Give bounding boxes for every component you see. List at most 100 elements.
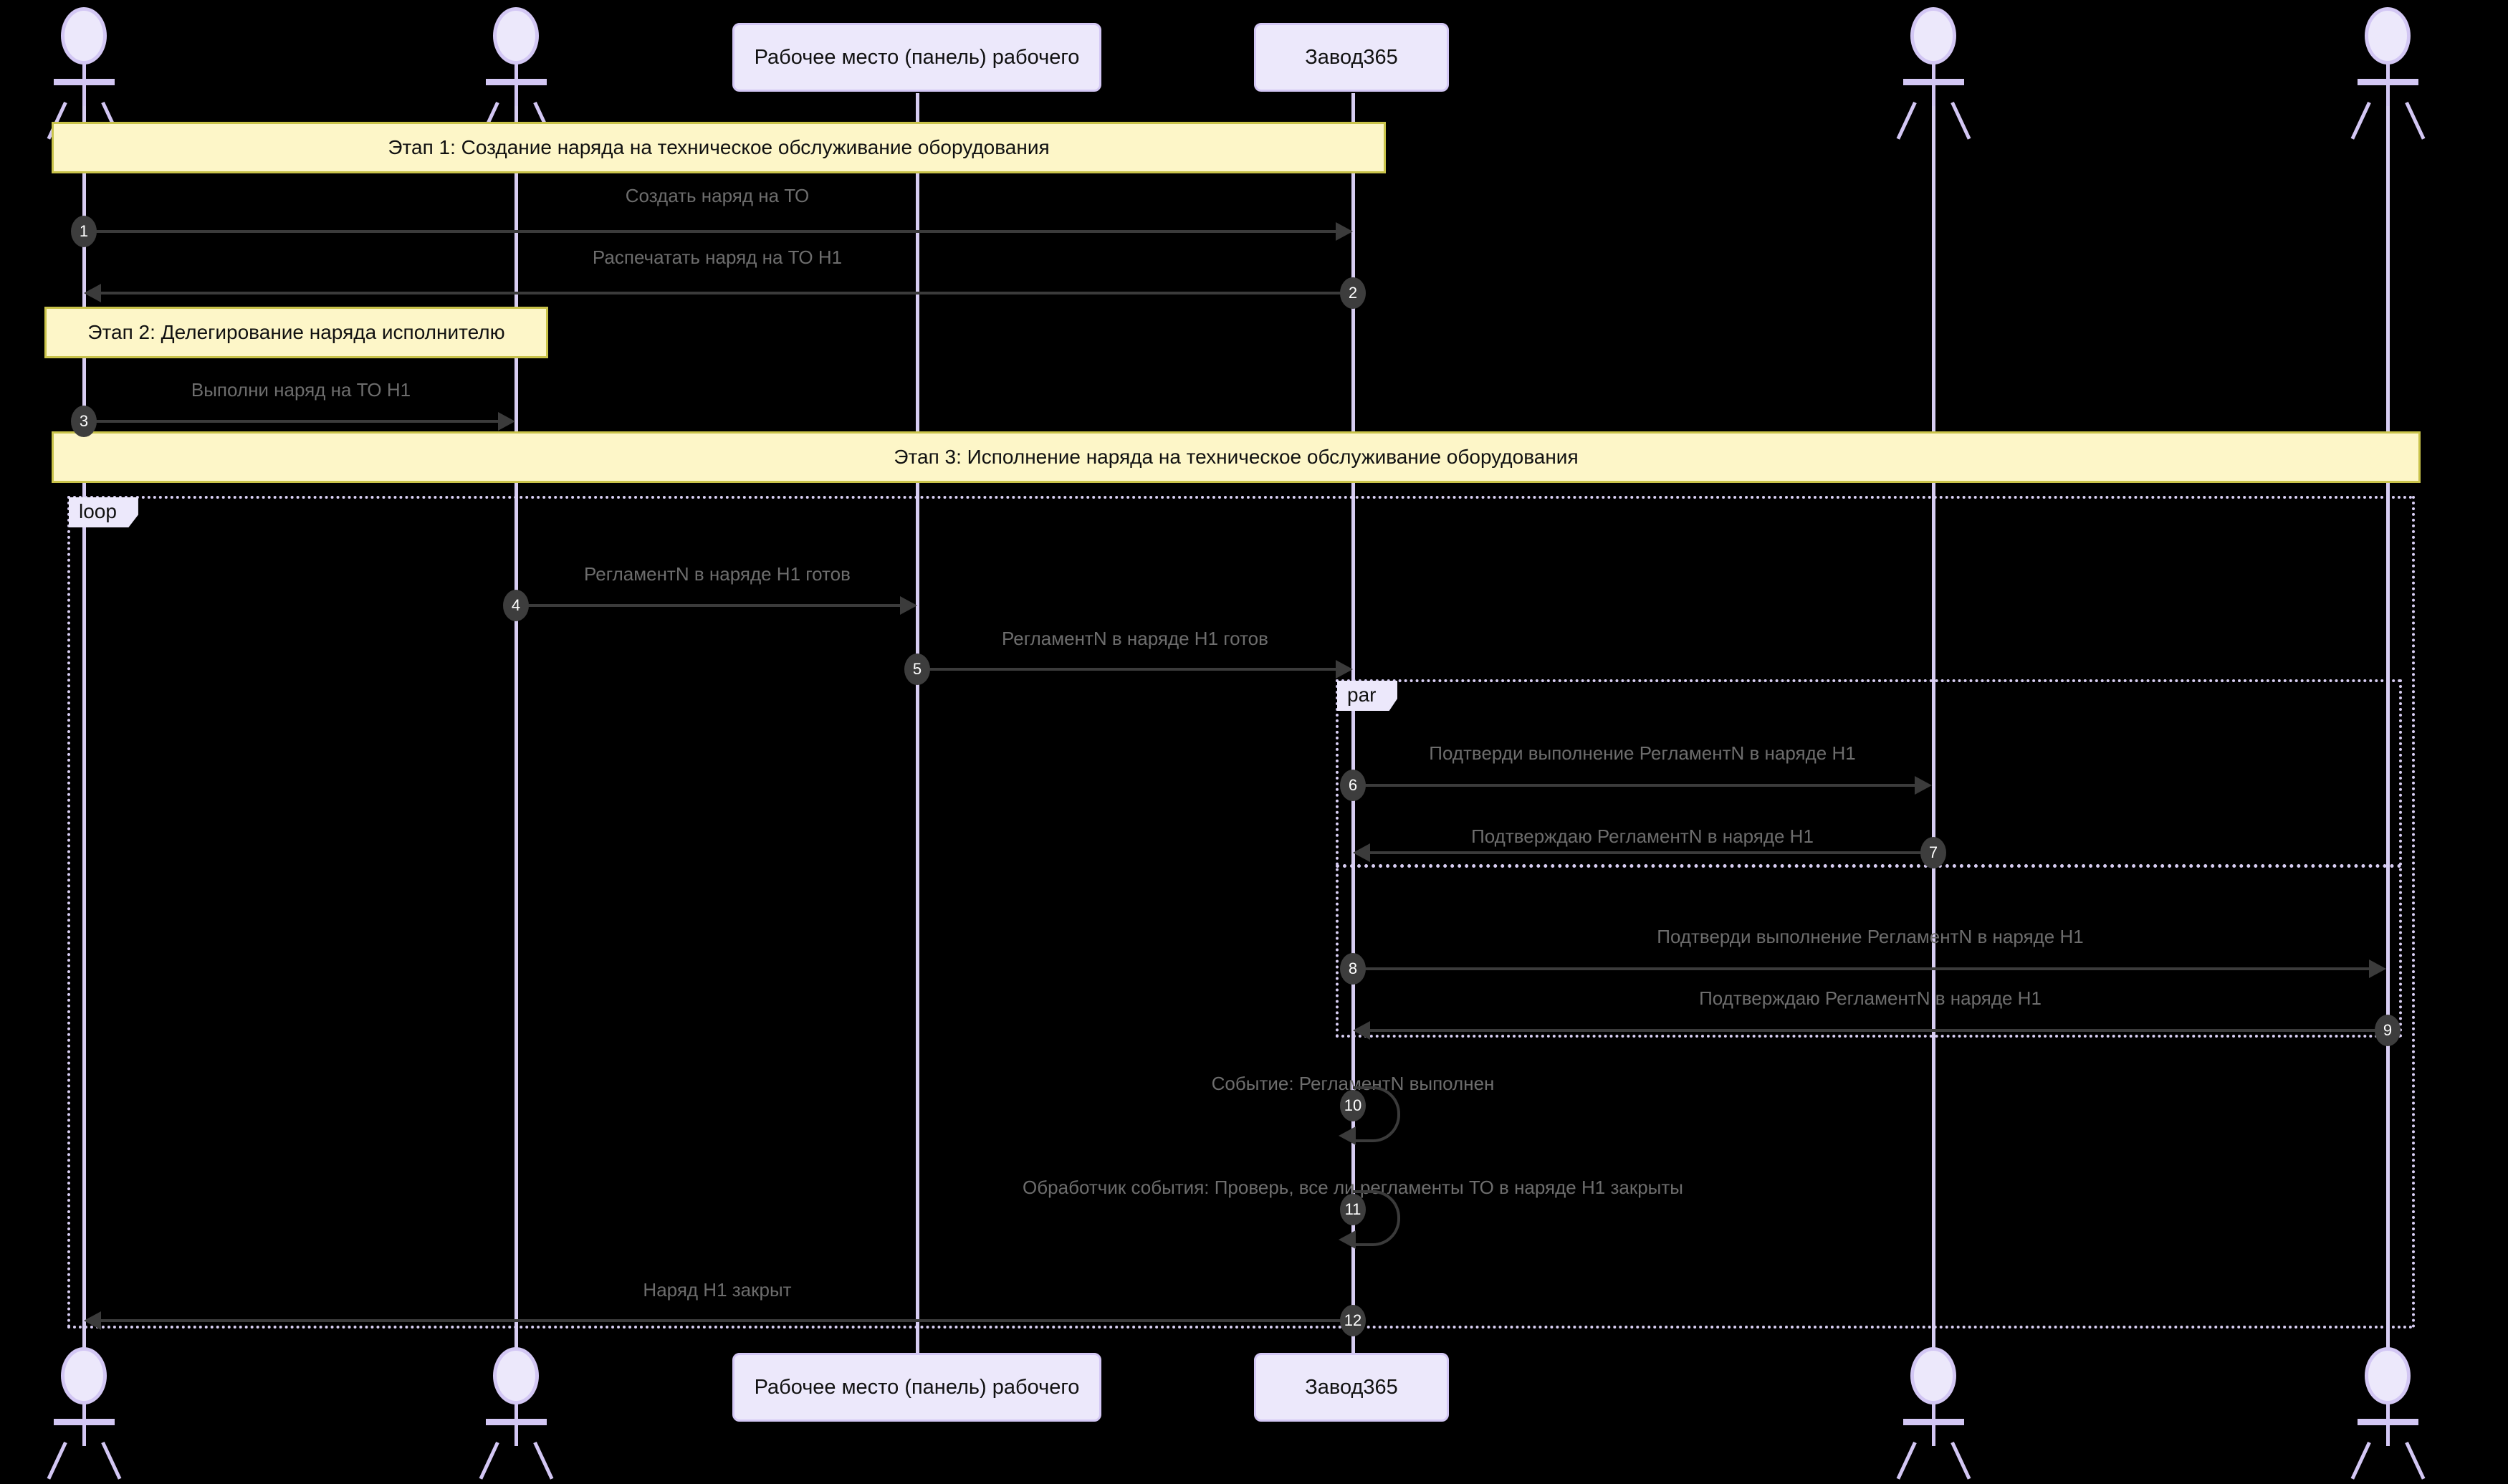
- actor-head-icon: [2365, 1347, 2411, 1404]
- actor-arms-icon: [486, 79, 547, 85]
- message-label-3: Выполни наряд на ТО Н1: [191, 379, 411, 401]
- actor-p2-top[interactable]: [473, 7, 559, 140]
- message-arrowhead-9: [1353, 1021, 1370, 1040]
- message-arrowhead-8: [2369, 959, 2386, 978]
- note-text: Этап 2: Делегирование наряда исполнителю: [87, 321, 505, 343]
- actor-p6-bottom[interactable]: [2345, 1347, 2431, 1480]
- message-line-6: [1353, 784, 1916, 787]
- actor-p6-top[interactable]: [2345, 7, 2431, 140]
- lifeline-p6: [2386, 93, 2390, 1354]
- message-arrowhead-7: [1353, 843, 1370, 862]
- message-line-1: [84, 230, 1336, 233]
- actor-leg-left-icon: [1896, 1441, 1917, 1480]
- sequence-number-2: 2: [1340, 277, 1366, 309]
- actor-leg-left-icon: [479, 1441, 499, 1480]
- actor-leg-left-icon: [1896, 101, 1917, 140]
- actor-arms-icon: [54, 1419, 115, 1425]
- message-arrowhead-2: [84, 284, 101, 302]
- actor-leg-right-icon: [2405, 1441, 2426, 1480]
- message-selfloop-10: [1353, 1086, 1400, 1142]
- sequence-number-3: 3: [71, 406, 97, 437]
- actor-arms-icon: [2358, 79, 2418, 85]
- participant-label: Завод365: [1305, 1375, 1398, 1399]
- sequence-number-1: 1: [71, 216, 97, 247]
- message-arrowhead-11: [1339, 1230, 1356, 1249]
- fragment-loop: [67, 496, 2415, 1329]
- message-label-9: Подтверждаю РегламентN в наряде Н1: [1699, 987, 2042, 1009]
- message-label-7: Подтверждаю РегламентN в наряде Н1: [1471, 825, 1814, 847]
- message-label-6: Подтверди выполнение РегламентN в наряде…: [1429, 742, 1856, 764]
- sequence-number-7: 7: [1920, 837, 1946, 868]
- actor-leg-right-icon: [2405, 101, 2426, 140]
- sequence-number-6: 6: [1340, 770, 1366, 801]
- message-selfloop-11: [1353, 1190, 1400, 1246]
- participant-box-p4-top[interactable]: Завод365: [1254, 23, 1449, 92]
- actor-leg-right-icon: [1951, 101, 1971, 140]
- participant-box-p3-top[interactable]: Рабочее место (панель) рабочего: [732, 23, 1101, 92]
- note-text: Этап 3: Исполнение наряда на техническое…: [894, 446, 1579, 468]
- lifeline-p4: [1351, 93, 1355, 1354]
- actor-head-icon: [493, 7, 539, 64]
- message-arrowhead-12: [84, 1311, 101, 1330]
- actor-head-icon: [1910, 1347, 1956, 1404]
- actor-head-icon: [61, 1347, 107, 1404]
- actor-p5-top[interactable]: [1890, 7, 1976, 140]
- sequence-number-12: 12: [1340, 1305, 1366, 1336]
- sequence-number-8: 8: [1340, 953, 1366, 985]
- message-arrowhead-10: [1339, 1126, 1356, 1145]
- actor-leg-left-icon: [2350, 1441, 2371, 1480]
- note-text: Этап 1: Создание наряда на техническое о…: [388, 136, 1050, 158]
- note-stage-1: Этап 1: Создание наряда на техническое о…: [52, 122, 1386, 173]
- actor-arms-icon: [1903, 79, 1964, 85]
- message-line-5: [917, 668, 1337, 671]
- sequence-number-4: 4: [503, 590, 529, 621]
- message-line-12: [100, 1319, 1353, 1322]
- actor-leg-right-icon: [101, 1441, 122, 1480]
- fragment-par-label: par: [1337, 681, 1398, 711]
- actor-p1-top[interactable]: [41, 7, 127, 140]
- participant-box-p4-bottom[interactable]: Завод365: [1254, 1353, 1449, 1422]
- sequence-number-11: 11: [1340, 1194, 1366, 1225]
- message-label-4: РегламентN в наряде Н1 готов: [584, 563, 851, 585]
- sequence-number-5: 5: [904, 654, 930, 685]
- actor-head-icon: [1910, 7, 1956, 64]
- actor-leg-left-icon: [47, 1441, 67, 1480]
- message-line-7: [1369, 851, 1933, 854]
- actor-arms-icon: [486, 1419, 547, 1425]
- note-stage-3: Этап 3: Исполнение наряда на техническое…: [52, 431, 2421, 483]
- actor-leg-left-icon: [2350, 101, 2371, 140]
- message-line-2: [100, 292, 1353, 295]
- message-line-3: [84, 420, 499, 423]
- message-arrowhead-5: [1336, 660, 1353, 679]
- participant-box-p3-bottom[interactable]: Рабочее место (панель) рабочего: [732, 1353, 1101, 1422]
- message-label-1: Создать наряд на ТО: [625, 185, 810, 206]
- participant-label: Завод365: [1305, 45, 1398, 69]
- message-label-12: Наряд Н1 закрыт: [643, 1279, 792, 1301]
- sequence-number-9: 9: [2375, 1015, 2401, 1046]
- message-label-5: РегламентN в наряде Н1 готов: [1002, 628, 1268, 649]
- lifeline-p1: [82, 93, 86, 1354]
- message-arrowhead-4: [900, 596, 917, 615]
- actor-head-icon: [61, 7, 107, 64]
- message-arrowhead-3: [498, 412, 515, 431]
- message-line-8: [1353, 967, 2370, 970]
- actor-p5-bottom[interactable]: [1890, 1347, 1976, 1480]
- actor-p2-bottom[interactable]: [473, 1347, 559, 1480]
- actor-p1-bottom[interactable]: [41, 1347, 127, 1480]
- lifeline-p3: [916, 93, 919, 1354]
- message-arrowhead-1: [1336, 222, 1353, 241]
- actor-arms-icon: [54, 79, 115, 85]
- message-line-9: [1369, 1029, 2388, 1032]
- lifeline-p5: [1932, 93, 1935, 1354]
- fragment-par: [1336, 679, 2402, 1038]
- message-label-2: Распечатать наряд на ТО Н1: [592, 246, 843, 268]
- actor-leg-right-icon: [1951, 1441, 1971, 1480]
- actor-arms-icon: [2358, 1419, 2418, 1425]
- sequence-number-10: 10: [1340, 1090, 1366, 1121]
- note-stage-2: Этап 2: Делегирование наряда исполнителю: [44, 307, 548, 358]
- actor-head-icon: [493, 1347, 539, 1404]
- fragment-par-divider: [1336, 864, 2402, 868]
- message-arrowhead-6: [1915, 776, 1932, 795]
- lifeline-p2: [514, 93, 518, 1354]
